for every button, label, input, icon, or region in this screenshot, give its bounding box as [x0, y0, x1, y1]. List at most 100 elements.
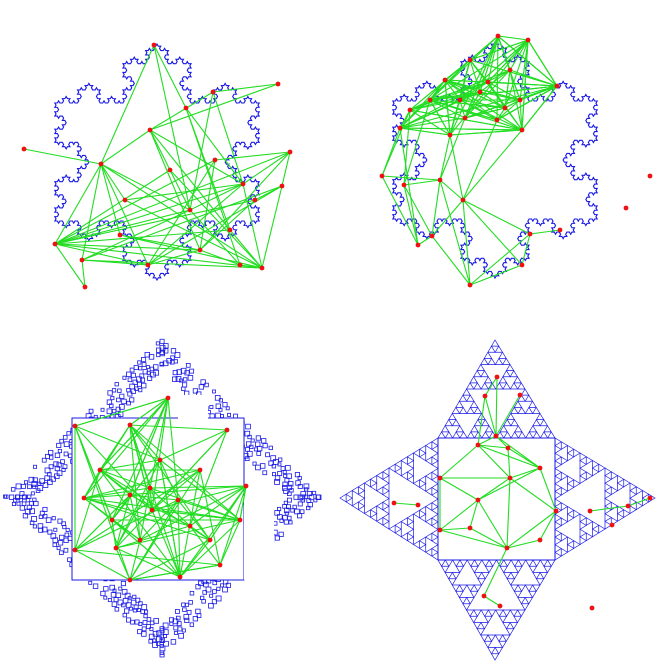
bl-edge	[129, 424, 241, 521]
br-node	[553, 508, 559, 514]
br-node	[493, 433, 499, 439]
bl-edge	[189, 485, 247, 527]
bl-node	[224, 427, 230, 433]
tr-edge	[399, 127, 419, 246]
tr-node	[647, 173, 653, 179]
tr-edge	[469, 39, 529, 61]
tl-edge	[169, 169, 191, 211]
bl-edge	[83, 497, 211, 541]
br-node	[391, 500, 397, 506]
tl-node	[122, 197, 128, 203]
bl-edge	[179, 519, 241, 578]
tr-edge	[469, 233, 531, 286]
tr-node	[467, 282, 473, 288]
br-edge	[439, 444, 479, 479]
br-edge	[495, 435, 541, 469]
tl-edge	[124, 199, 263, 269]
tl-node	[240, 181, 246, 187]
bl-edge	[139, 487, 151, 541]
tr-edge	[409, 59, 471, 111]
tr-node	[485, 79, 491, 85]
bl-node	[109, 517, 115, 523]
tl-node	[252, 197, 258, 203]
tr-edge	[381, 127, 401, 177]
br-node	[507, 475, 513, 481]
tl-edge	[100, 163, 121, 236]
bl-node	[177, 574, 183, 580]
panel-top-left	[21, 42, 293, 290]
br-edge	[439, 499, 479, 531]
tl-node	[79, 257, 85, 263]
tr-node	[527, 231, 533, 237]
tl-edge	[189, 209, 241, 266]
br-edge	[469, 499, 479, 529]
bl-node	[149, 507, 155, 513]
tl-node	[197, 247, 203, 253]
bl-edge	[83, 469, 201, 499]
tr-edge	[464, 91, 481, 119]
tl-edge	[54, 243, 201, 251]
bl-node	[157, 457, 163, 463]
br-edge	[477, 395, 486, 446]
br-edge	[439, 477, 479, 501]
tr-node	[442, 77, 448, 83]
tr-edge	[479, 35, 499, 93]
bl-edge	[83, 397, 169, 499]
bl-edge	[129, 424, 211, 541]
br-edge	[509, 477, 557, 512]
tr-node	[517, 97, 523, 103]
tl-node	[275, 81, 281, 87]
tr-edge	[403, 179, 441, 186]
tr-node	[462, 115, 468, 121]
tr-node	[554, 83, 560, 89]
tl-edge	[54, 243, 263, 269]
bl-node	[243, 483, 249, 489]
tr-edge	[462, 119, 498, 201]
br-edge	[439, 529, 508, 549]
br-edge	[477, 444, 509, 449]
tl-edge	[54, 163, 102, 245]
bl-edge	[111, 519, 181, 578]
bl-edge	[83, 487, 151, 499]
tl-edge	[81, 185, 283, 261]
tl-node	[145, 262, 151, 268]
br-node	[494, 374, 500, 380]
tl-edge	[185, 107, 244, 185]
tr-edge	[469, 35, 499, 61]
tl-node	[287, 149, 293, 155]
br-edge	[539, 467, 557, 512]
br-edge	[506, 510, 557, 549]
tr-node	[477, 89, 483, 95]
tl-edge	[81, 259, 263, 269]
tl-edge	[119, 234, 263, 269]
tl-node	[82, 284, 88, 290]
br-node	[589, 605, 595, 611]
bl-node	[165, 395, 171, 401]
br-edge	[393, 502, 419, 506]
tr-edge	[381, 175, 441, 181]
tr-node	[507, 67, 513, 73]
tl-node	[212, 157, 218, 163]
tl-edge	[242, 183, 263, 269]
tr-edge	[449, 129, 523, 136]
bl-edge	[159, 459, 241, 521]
tr-edge	[459, 81, 489, 101]
br-node	[504, 545, 510, 551]
br-edge	[484, 376, 498, 397]
tr-edge	[469, 59, 481, 93]
tl-edge	[199, 151, 291, 251]
bl-edge	[74, 494, 131, 551]
tr-node	[447, 132, 453, 138]
tr-edge	[403, 109, 411, 186]
br-edge	[627, 497, 651, 507]
tr-node	[397, 125, 403, 131]
tr-node	[557, 227, 563, 233]
tl-edge	[54, 169, 171, 245]
tl-node	[21, 146, 27, 152]
br-node	[517, 392, 523, 398]
tl-edge	[124, 183, 244, 201]
br-edge	[506, 477, 511, 549]
tr-edge	[521, 233, 531, 266]
bl-node	[237, 517, 243, 523]
tr-node	[495, 33, 501, 39]
